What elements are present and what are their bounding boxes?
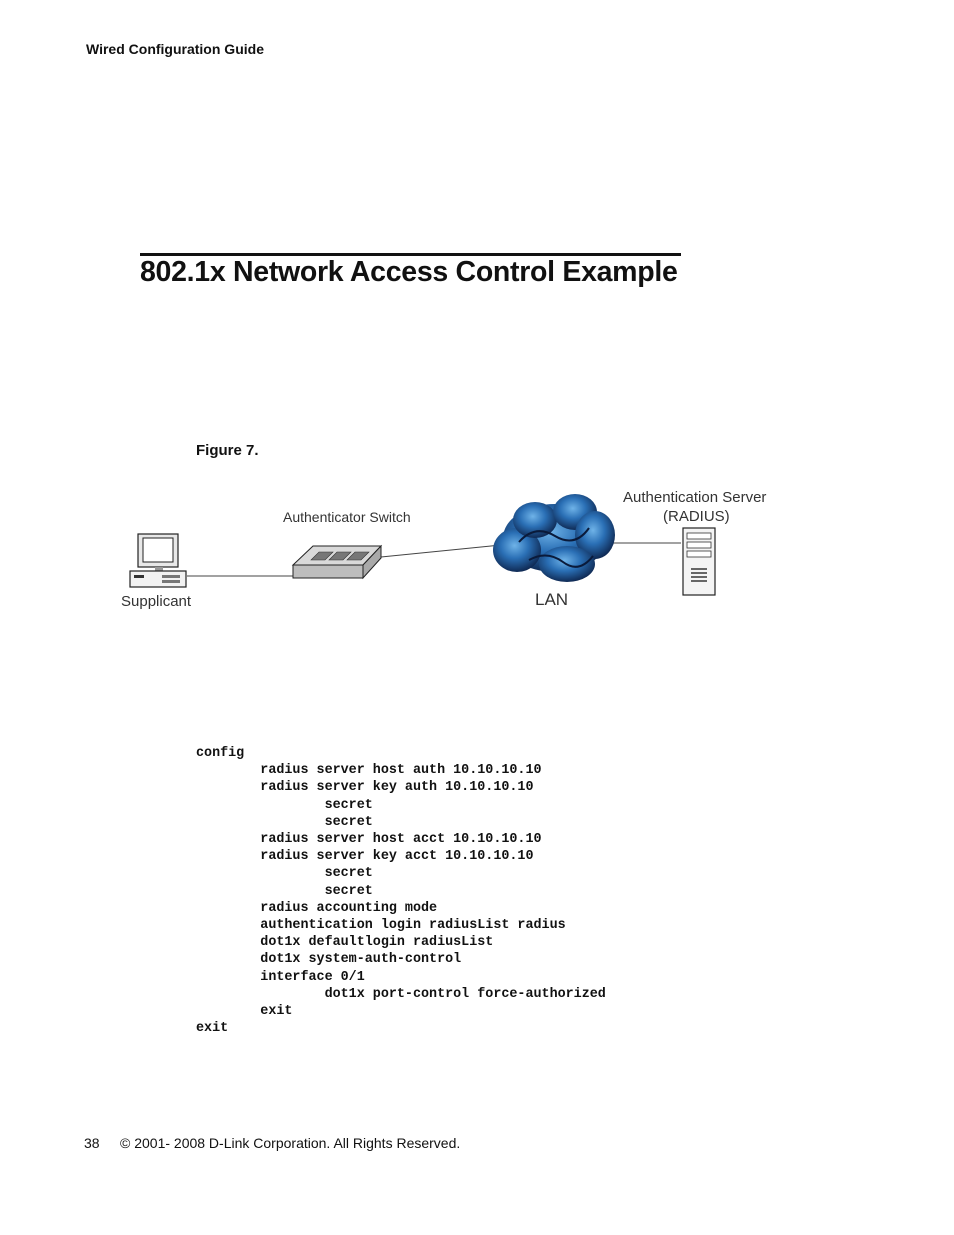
title-rule xyxy=(140,253,681,256)
server-label-line1: Authentication Server xyxy=(623,489,767,506)
code-line: secret xyxy=(196,866,373,882)
diagram-graphic xyxy=(129,494,716,596)
switch-icon xyxy=(291,544,383,580)
code-line: secret xyxy=(196,883,373,899)
code-line: interface 0/1 xyxy=(196,969,365,985)
figure-label: Figure 7. xyxy=(196,442,259,459)
supplicant-label: Supplicant xyxy=(121,593,192,610)
code-line: secret xyxy=(196,797,373,813)
server-icon xyxy=(682,527,716,596)
cloud-icon xyxy=(493,494,615,582)
network-diagram: Supplicant Authenticator Switch LAN Auth… xyxy=(115,480,777,615)
config-code-block: config radius server host auth 10.10.10.… xyxy=(196,745,606,1037)
code-line: radius server host acct 10.10.10.10 xyxy=(196,832,542,848)
code-line: secret xyxy=(196,814,373,830)
code-line: config xyxy=(196,746,245,761)
code-line: radius accounting mode xyxy=(196,900,438,916)
code-line: radius server key acct 10.10.10.10 xyxy=(196,849,534,865)
code-line: exit xyxy=(196,1004,293,1020)
page-footer: 38 © 2001- 2008 D-Link Corporation. All R… xyxy=(84,1135,460,1151)
switch-label: Authenticator Switch xyxy=(283,509,411,525)
running-header: Wired Configuration Guide xyxy=(86,41,264,57)
code-line: exit xyxy=(196,1021,229,1037)
code-line: dot1x defaultlogin radiusList xyxy=(196,935,494,951)
code-line: dot1x system-auth-control xyxy=(196,952,462,968)
code-line: dot1x port-control force-authorized xyxy=(196,986,606,1002)
link-switch-lan xyxy=(380,544,502,558)
code-line: authentication login radiusList radius xyxy=(196,918,566,934)
server-label-line2: (RADIUS) xyxy=(663,508,730,525)
code-line: radius server key auth 10.10.10.10 xyxy=(196,780,534,796)
computer-icon xyxy=(129,533,187,588)
code-line: radius server host auth 10.10.10.10 xyxy=(196,763,542,779)
section-title: 802.1x Network Access Control Example xyxy=(140,256,678,288)
copyright-notice: © 2001- 2008 D-Link Corporation. All Rig… xyxy=(120,1135,461,1151)
lan-label: LAN xyxy=(535,590,569,609)
page-number: 38 xyxy=(84,1135,100,1151)
